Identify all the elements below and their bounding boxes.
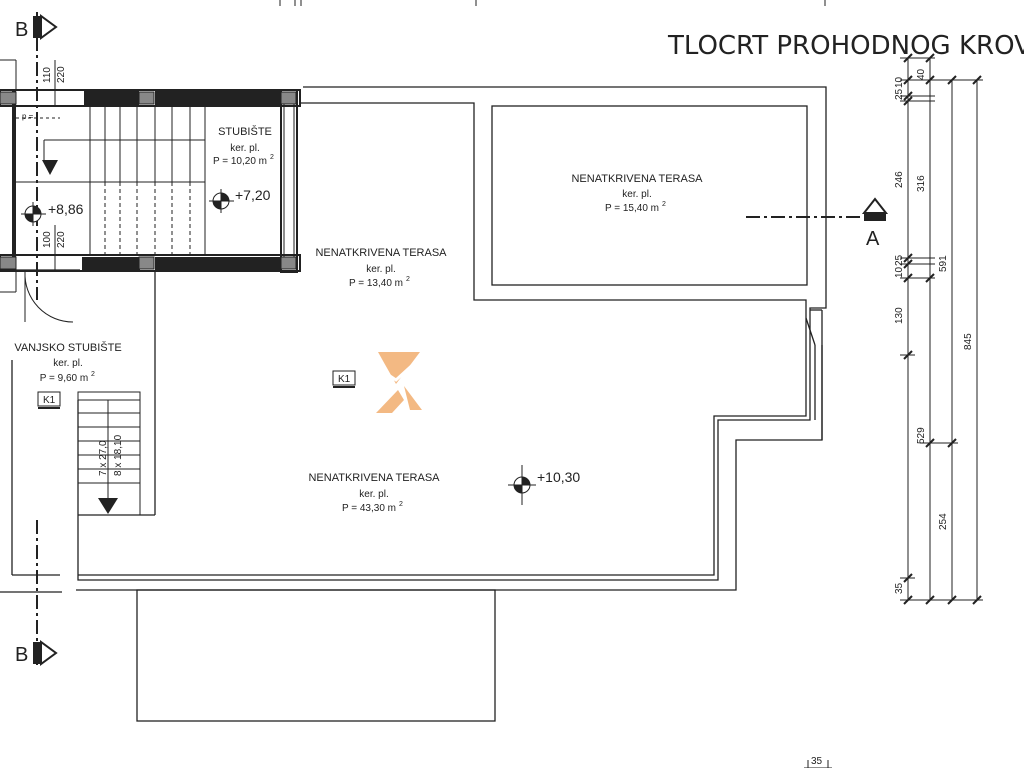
room-label-stubiste: STUBIŠTE ker. pl. P = 10,20 m 2 [213, 125, 274, 167]
room-label-terasa-1: NENATKRIVENA TERASA ker. pl. P = 15,40 m… [571, 173, 703, 214]
tag-k1-main: K1 [332, 370, 356, 388]
svg-text:K1: K1 [43, 395, 56, 406]
stair-down-arrow-icon [42, 160, 58, 175]
svg-text:NENATKRIVENA TERASA: NENATKRIVENA TERASA [315, 247, 447, 259]
top-border-ticks [279, 0, 826, 6]
elevation-marker-2: +7,20 [209, 187, 271, 213]
svg-text:A: A [866, 228, 880, 250]
dim-110: 110 [42, 67, 53, 83]
svg-text:ker. pl.: ker. pl. [622, 189, 651, 200]
svg-text:2: 2 [270, 154, 274, 161]
svg-text:P = 10,20 m: P = 10,20 m [213, 156, 267, 167]
svg-text:NENATKRIVENA TERASA: NENATKRIVENA TERASA [308, 472, 440, 484]
section-marker-a: A [746, 197, 889, 250]
svg-text:NENATKRIVENA TERASA: NENATKRIVENA TERASA [571, 173, 703, 185]
svg-text:STUBIŠTE: STUBIŠTE [218, 125, 272, 138]
svg-text:254: 254 [938, 513, 949, 530]
room-label-vanjsko-stubiste: VANJSKO STUBIŠTE ker. pl. P = 9,60 m 2 [14, 341, 121, 384]
svg-text:40: 40 [916, 68, 927, 80]
outer-stair [77, 391, 141, 516]
tag-k1-stair: K1 [37, 391, 61, 409]
svg-text:P = 15,40 m: P = 15,40 m [605, 203, 659, 214]
section-marker-b-bottom: B [15, 640, 58, 666]
stair-core [0, 59, 301, 323]
svg-text:ker. pl.: ker. pl. [359, 489, 388, 500]
svg-text:130: 130 [894, 307, 905, 324]
section-marker-b-top: B [15, 14, 58, 41]
svg-text:ker. pl.: ker. pl. [230, 143, 259, 154]
svg-text:25: 25 [894, 88, 905, 100]
svg-text:P = 43,30 m: P = 43,30 m [342, 503, 396, 514]
svg-text:591: 591 [938, 255, 949, 272]
stair-small-dims: 110 220 100 220 p = [22, 60, 67, 272]
svg-text:P = 13,40 m: P = 13,40 m [349, 278, 403, 289]
svg-text:VANJSKO STUBIŠTE: VANJSKO STUBIŠTE [14, 341, 121, 354]
dim-100: 100 [42, 231, 53, 248]
elevation-marker-3: +10,30 [508, 465, 580, 505]
dimension-texts: 40 25 10 246 10 25 130 35 316 529 591 25… [811, 68, 974, 767]
dimension-lines [804, 53, 983, 768]
svg-text:2: 2 [399, 501, 403, 508]
svg-text:25: 25 [894, 254, 905, 266]
svg-text:316: 316 [916, 175, 927, 192]
svg-text:35: 35 [894, 582, 905, 594]
stair-label-2: 8 x 18,10 [113, 434, 124, 476]
stair-p-label: p = [22, 112, 34, 121]
svg-text:845: 845 [963, 333, 974, 350]
outer-stair-arrow-icon [98, 498, 118, 514]
svg-text:B: B [15, 644, 28, 666]
stair-label-1: 7 x 27,0 [98, 440, 109, 476]
svg-text:2: 2 [91, 371, 95, 378]
dim-220-bottom: 220 [56, 231, 67, 248]
svg-text:529: 529 [916, 427, 927, 444]
svg-text:+10,30: +10,30 [537, 469, 580, 485]
watermark-logo [376, 352, 422, 413]
svg-text:K1: K1 [338, 374, 351, 385]
svg-text:10: 10 [894, 76, 905, 88]
svg-text:35: 35 [811, 756, 823, 767]
room-label-terasa-2: NENATKRIVENA TERASA ker. pl. P = 13,40 m… [315, 247, 447, 289]
svg-text:10: 10 [894, 266, 905, 278]
room-label-terasa-3: NENATKRIVENA TERASA ker. pl. P = 43,30 m… [308, 472, 440, 514]
svg-text:2: 2 [406, 276, 410, 283]
svg-text:B: B [15, 19, 28, 41]
elevation-marker-1: +8,86 [21, 201, 84, 226]
plan-title: TLOCRT PROHODNOG KROVA [667, 31, 1024, 61]
svg-text:+8,86: +8,86 [48, 201, 84, 217]
svg-text:246: 246 [894, 171, 905, 188]
svg-text:ker. pl.: ker. pl. [53, 358, 82, 369]
svg-text:2: 2 [662, 201, 666, 208]
dim-220-top: 220 [56, 66, 67, 83]
svg-text:+7,20: +7,20 [235, 187, 271, 203]
svg-text:P = 9,60 m: P = 9,60 m [40, 373, 88, 384]
svg-text:ker. pl.: ker. pl. [366, 264, 395, 275]
